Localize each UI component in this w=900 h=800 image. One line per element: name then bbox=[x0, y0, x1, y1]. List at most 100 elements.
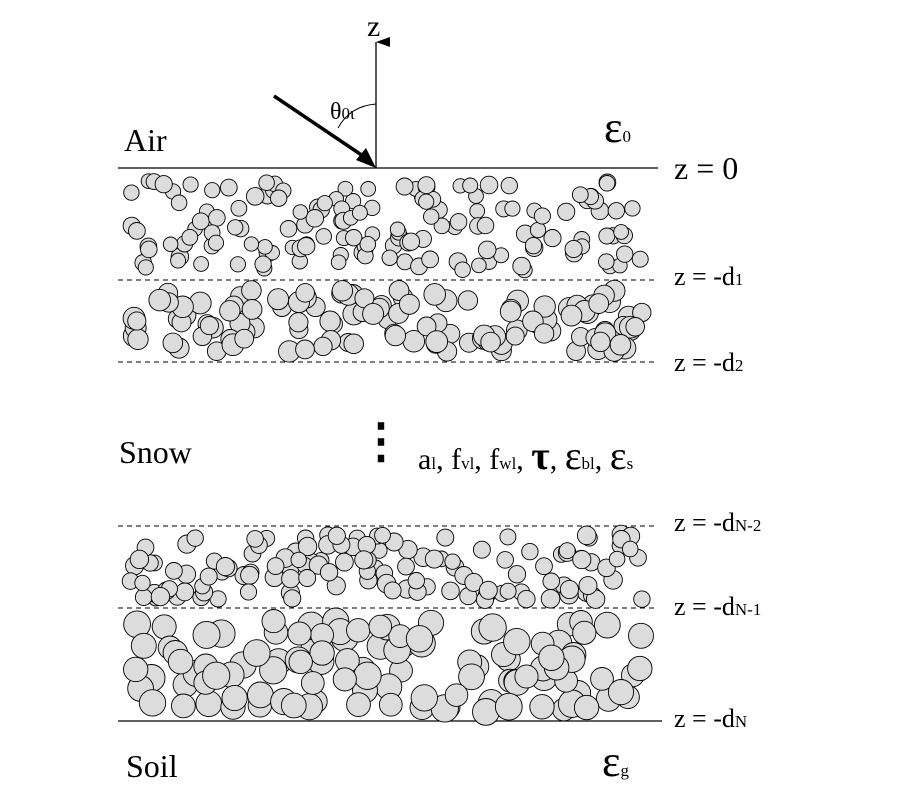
boundary-label-dN-2: z = -dN-2 bbox=[674, 510, 761, 536]
snow-grain bbox=[297, 536, 318, 557]
snow-grain bbox=[478, 613, 507, 642]
snow-grain bbox=[258, 174, 275, 191]
snow-grain bbox=[478, 580, 498, 600]
snow-grain bbox=[540, 589, 561, 609]
snow-grain bbox=[332, 667, 357, 692]
snow-grain bbox=[505, 326, 525, 346]
snow-grain bbox=[524, 236, 543, 255]
incident-wave-arrow bbox=[273, 94, 367, 160]
snow-grain bbox=[123, 184, 140, 201]
snow-grain bbox=[621, 540, 639, 558]
snow-grain bbox=[295, 283, 315, 303]
snow-grain bbox=[345, 229, 363, 247]
snow-grain bbox=[298, 569, 317, 587]
snow-grain bbox=[609, 334, 632, 356]
snow-grain bbox=[181, 228, 199, 246]
snow-grain bbox=[542, 572, 560, 591]
snow-grain bbox=[507, 565, 527, 584]
snow-grain bbox=[458, 663, 485, 691]
snow-grain bbox=[444, 553, 461, 570]
snow-grain bbox=[436, 528, 455, 547]
snow-grain bbox=[512, 256, 531, 276]
sep: , bbox=[436, 443, 452, 476]
snow-grain bbox=[138, 689, 167, 717]
snow-grain bbox=[405, 625, 434, 653]
snow-grain bbox=[221, 684, 248, 712]
snow-grain bbox=[423, 283, 446, 306]
snow-grain bbox=[219, 300, 241, 322]
snow-grain bbox=[337, 180, 354, 197]
snow-grain bbox=[374, 526, 391, 544]
boundary-subscript: N-2 bbox=[734, 516, 762, 535]
snow-grain bbox=[343, 333, 364, 355]
boundary-label-d2: z = -d2 bbox=[674, 350, 743, 376]
snow-grain bbox=[129, 549, 150, 570]
boundary-text: z = 0 bbox=[674, 150, 739, 186]
snow-grain bbox=[234, 328, 255, 349]
snow-grain bbox=[123, 656, 149, 683]
snow-grain bbox=[243, 236, 260, 252]
boundary-subscript: N bbox=[734, 712, 748, 731]
snow-grain bbox=[316, 195, 333, 212]
snow-grain bbox=[162, 332, 184, 354]
snow-grain bbox=[319, 563, 339, 582]
snow-grain bbox=[162, 236, 179, 253]
snow-grain bbox=[182, 176, 199, 193]
snow-grain bbox=[270, 189, 288, 207]
snow-grain bbox=[140, 240, 158, 259]
snow-grain bbox=[354, 550, 374, 570]
snow-grain bbox=[464, 572, 484, 592]
param-sub: bl bbox=[581, 454, 595, 473]
snow-grain bbox=[384, 324, 407, 347]
boundary-subscript: 1 bbox=[734, 270, 744, 289]
snow-grain bbox=[134, 588, 153, 606]
snow-grain bbox=[573, 694, 600, 721]
param-sub: wl bbox=[499, 454, 517, 473]
snow-grain bbox=[186, 529, 204, 547]
snow-grain bbox=[327, 526, 346, 545]
snow-grain bbox=[607, 679, 635, 706]
snow-grain bbox=[590, 667, 614, 691]
param-sub: l bbox=[431, 454, 437, 473]
snow-grain bbox=[559, 579, 579, 600]
snow-grain bbox=[266, 557, 285, 575]
snow-grain bbox=[616, 245, 634, 263]
snow-grain bbox=[195, 690, 223, 718]
snow-grain bbox=[148, 288, 171, 312]
snow-grain bbox=[529, 221, 547, 239]
snow-grain bbox=[254, 255, 272, 273]
layer-parameters: al, fvl, fwl, τ, εbl, εs bbox=[418, 436, 633, 476]
snow-grain bbox=[624, 200, 641, 217]
boundary-text: z = -d bbox=[674, 348, 735, 377]
snow-grain bbox=[300, 671, 325, 695]
snow-grain bbox=[288, 312, 309, 333]
snow-grain bbox=[261, 609, 286, 634]
snow-grain bbox=[499, 528, 517, 546]
snow-grain bbox=[193, 256, 209, 272]
snow-grain bbox=[192, 620, 221, 649]
z-axis-label: z bbox=[367, 10, 381, 43]
snow-grain bbox=[281, 569, 301, 589]
snow-grain bbox=[207, 234, 225, 251]
boundary-text: z = -d bbox=[674, 592, 735, 621]
snow-grain bbox=[529, 694, 555, 720]
snow-grain bbox=[378, 692, 403, 717]
snow-grain bbox=[444, 683, 469, 707]
snow-grain bbox=[417, 176, 436, 195]
snow-grain bbox=[628, 622, 654, 649]
snow-grain bbox=[503, 627, 531, 656]
snow-grain bbox=[598, 227, 616, 245]
snow-grain bbox=[292, 204, 309, 220]
snow-grain bbox=[477, 240, 497, 260]
epsilon-symbol: ε bbox=[602, 737, 621, 786]
snow-grain bbox=[227, 219, 244, 236]
snow-grain bbox=[305, 209, 325, 228]
snow-grain bbox=[424, 549, 444, 569]
snow-grain bbox=[167, 648, 194, 675]
snow-grain bbox=[360, 181, 377, 197]
air-permittivity: ε0 bbox=[604, 106, 631, 150]
boundary-label-dN-1: z = -dN-1 bbox=[674, 594, 761, 620]
snow-grain bbox=[423, 208, 440, 225]
snow-grain bbox=[171, 693, 196, 719]
snow-grain bbox=[257, 239, 273, 255]
